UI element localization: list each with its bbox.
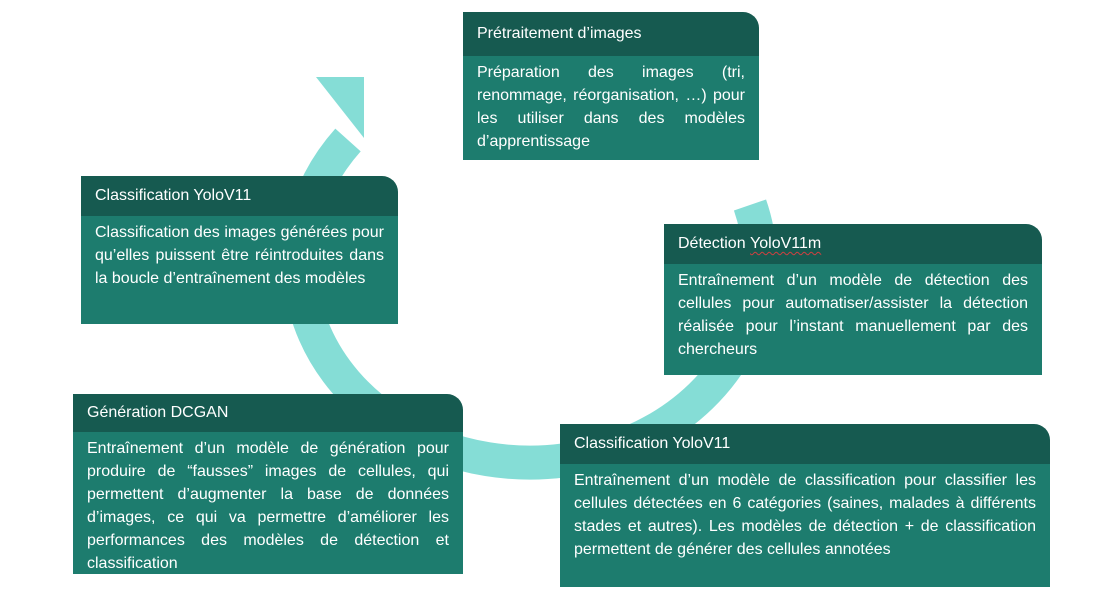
step-classification-generated: Classification YoloV11 Classification de…: [81, 176, 398, 324]
step-detection-title-prefix: Détection: [678, 235, 751, 252]
step-preprocessing: Prétraitement d’images Préparation des i…: [463, 12, 759, 160]
step-detection: Détection YoloV11m Entraînement d’un mod…: [664, 224, 1042, 375]
step-generation: Génération DCGAN Entraînement d’un modèl…: [73, 394, 463, 574]
step-classification-generated-text: Classification des images générées pour …: [81, 216, 398, 324]
step-classification-generated-title: Classification YoloV11: [81, 176, 398, 216]
step-detection-text: Entraînement d’un modèle de détection de…: [664, 264, 1042, 375]
cycle-arrowhead: [316, 77, 364, 138]
step-generation-text: Entraînement d’un modèle de génération p…: [73, 432, 463, 574]
step-detection-model: YoloV11m: [750, 235, 822, 252]
step-classification-text: Entraînement d’un modèle de classificati…: [560, 464, 1050, 587]
step-classification: Classification YoloV11 Entraînement d’un…: [560, 424, 1050, 587]
step-generation-title: Génération DCGAN: [73, 394, 463, 432]
step-classification-title: Classification YoloV11: [560, 424, 1050, 464]
step-preprocessing-text: Préparation des images (tri, renommage, …: [463, 56, 759, 160]
step-detection-title: Détection YoloV11m: [664, 224, 1042, 264]
step-preprocessing-title: Prétraitement d’images: [463, 12, 759, 56]
